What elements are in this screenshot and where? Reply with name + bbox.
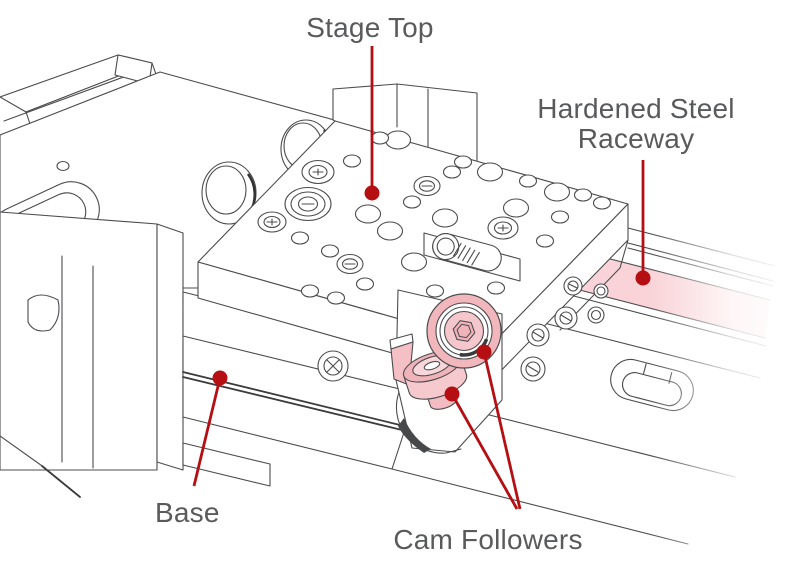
label-raceway-line1: Hardened Steel bbox=[537, 93, 735, 124]
clamp-screw-pocket bbox=[423, 232, 521, 282]
leader-base bbox=[192, 370, 228, 487]
label-cam-followers: Cam Followers bbox=[393, 524, 583, 555]
leader-lines bbox=[192, 46, 651, 510]
stage-top-plate bbox=[197, 120, 629, 382]
socket-screws bbox=[257, 159, 519, 275]
leader-raceway bbox=[635, 160, 651, 286]
left-base-block bbox=[0, 211, 271, 498]
label-stage-top: Stage Top bbox=[306, 12, 434, 43]
cam-follower-upper bbox=[426, 293, 502, 369]
fade-overlay bbox=[650, 135, 800, 565]
leader-dot bbox=[364, 185, 380, 201]
base-front-screw bbox=[317, 350, 349, 382]
leader-stage-top bbox=[364, 46, 380, 201]
side-cap-screws bbox=[520, 239, 629, 382]
leader-dot bbox=[635, 270, 651, 286]
leader-cam-followers bbox=[444, 344, 522, 510]
label-raceway-line2: Raceway bbox=[577, 123, 695, 154]
leader-dot bbox=[444, 386, 460, 402]
label-base: Base bbox=[155, 497, 220, 528]
left-rail bbox=[0, 54, 158, 128]
label-hardened-steel-raceway: Hardened Steel Raceway bbox=[537, 94, 734, 154]
leader-dot bbox=[476, 344, 492, 360]
hole-pattern bbox=[290, 130, 612, 305]
leader-dot bbox=[212, 370, 228, 386]
